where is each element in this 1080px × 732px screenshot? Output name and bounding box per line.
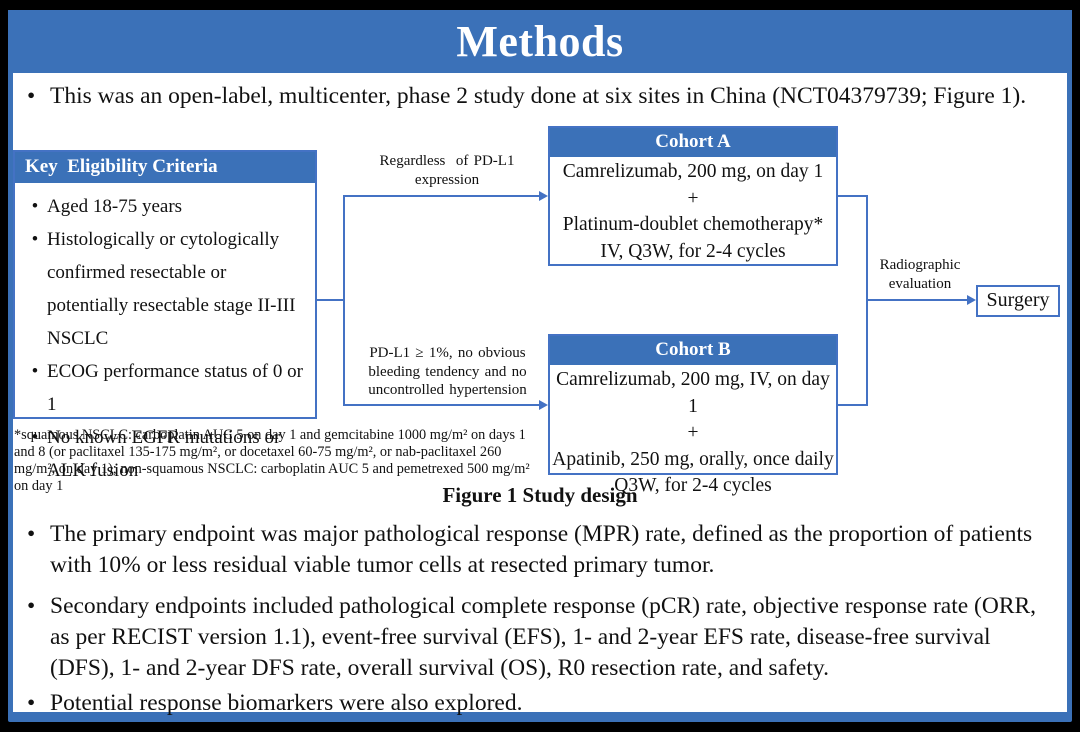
intro-bullet: • This was an open-label, multicenter, p… <box>24 81 1054 112</box>
cohort-a-line: Camrelizumab, 200 mg, on day 1 <box>562 161 824 182</box>
arrowhead-icon <box>967 295 976 305</box>
cohort-b-line: + <box>687 422 699 443</box>
cohort-b-line: Apatinib, 250 mg, orally, once daily <box>552 448 834 470</box>
bullet-marker: • <box>31 229 39 250</box>
branch-label-top: Regardless of PD-L1 expression <box>379 153 515 188</box>
surgery-box: Surgery <box>976 285 1060 317</box>
figure-footnote: *squamous NSCLC: carboplatin AUC 5 on da… <box>14 427 530 494</box>
cohort-a-line: IV, Q3W, for 2-4 cycles <box>600 240 786 262</box>
biomarker-bullet: • Potential response biomarkers were als… <box>24 688 1056 719</box>
eligibility-box: Key Eligibility Criteria • Aged 18-75 ye… <box>13 150 317 481</box>
arrowhead-icon <box>539 191 548 201</box>
eligibility-list: • Aged 18-75 years • Histologically or c… <box>15 183 315 487</box>
eligibility-header: Key Eligibility Criteria <box>15 152 315 183</box>
cohort-a-line: Platinum-doublet chemotherapy* <box>562 214 824 235</box>
cohort-a-line: + <box>687 187 699 209</box>
bullet-marker: • <box>31 427 39 448</box>
bullet-marker: • <box>31 196 39 217</box>
cohort-b-body: Camrelizumab, 200 mg, IV, on day 1 + Apa… <box>550 365 836 500</box>
eligibility-item-text: Histologically or cytologically confirme… <box>47 229 296 349</box>
cohort-a-body: Camrelizumab, 200 mg, on day 1 + Platinu… <box>550 157 836 265</box>
bullet-marker: • <box>27 593 36 619</box>
eligibility-item: • ECOG performance status of 0 or 1 <box>23 355 311 421</box>
bullet-marker: • <box>31 361 39 382</box>
title-bar: Methods <box>8 10 1072 73</box>
cohort-b-box: Cohort B Camrelizumab, 200 mg, IV, on da… <box>548 334 838 496</box>
endpoint-bullet-secondary: • Secondary endpoints included pathologi… <box>24 591 1056 684</box>
eligibility-item-text: ECOG performance status of 0 or 1 <box>47 361 303 415</box>
cohort-b-line: Q3W, for 2-4 cycles <box>614 475 772 496</box>
arrowhead-icon <box>539 400 548 410</box>
flow-line-cohort-b-out <box>838 404 868 406</box>
page-title: Methods <box>456 17 624 66</box>
endpoint-bullet-primary: • The primary endpoint was major patholo… <box>24 519 1056 581</box>
figure-caption: Figure 1 Study design <box>442 483 638 507</box>
bullet-marker: • <box>27 690 36 716</box>
eligibility-item-text: No known EGFR mutations or ALK fusion <box>47 427 281 481</box>
cohort-b-header: Cohort B <box>550 336 836 365</box>
eligibility-item: • Histologically or cytologically confir… <box>23 223 311 355</box>
biomarker-bullet-text: Potential response biomarkers were also … <box>50 690 523 716</box>
cohort-b-line: Camrelizumab, 200 mg, IV, on day 1 <box>556 369 830 417</box>
endpoint-bullet-text: The primary endpoint was major pathologi… <box>50 521 1033 578</box>
flow-line-left-bracket <box>343 195 345 406</box>
flow-line-to-surgery <box>866 299 967 301</box>
branch-label-bottom: PD-L1 ≥ 1%, no obvious bleeding tendency… <box>368 345 527 398</box>
intro-bullet-text: This was an open-label, multicenter, pha… <box>50 83 1027 109</box>
eligibility-item: • Aged 18-75 years <box>23 190 311 223</box>
eligibility-item-text: Aged 18-75 years <box>47 196 183 217</box>
cohort-a-box: Cohort A Camrelizumab, 200 mg, on day 1 … <box>548 126 838 266</box>
bullet-marker: • <box>27 521 36 547</box>
flow-line-cohort-a-out <box>838 195 868 197</box>
flow-line-to-cohort-b <box>343 404 540 406</box>
flow-line-eligibility-stub <box>317 299 345 301</box>
endpoint-bullet-text: Secondary endpoints included pathologica… <box>50 593 1037 681</box>
cohort-a-header: Cohort A <box>550 128 836 157</box>
flow-line-to-cohort-a <box>343 195 540 197</box>
radiographic-evaluation-label: Radiographic evaluation <box>879 257 961 292</box>
bullet-marker: • <box>27 83 36 109</box>
eligibility-item: • No known EGFR mutations or ALK fusion <box>23 421 311 487</box>
